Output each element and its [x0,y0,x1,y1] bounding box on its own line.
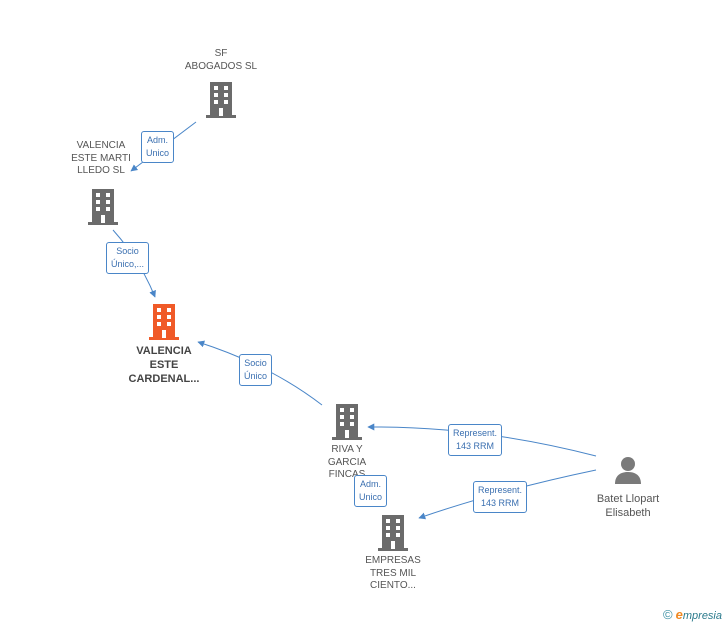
label-line: TRES MIL [369,567,417,579]
label-line: GARCIA [327,456,367,468]
building-icon [149,304,179,340]
label-line: ABOGADOS SL [184,60,258,72]
edge-label-marti-to-cardenal[interactable]: Socio Único,... [106,242,150,274]
building-icon [332,404,362,440]
edge-label-line: Represent. [453,428,498,438]
edge-label-line: Unico [359,492,383,502]
brand-name: mpresia [682,610,722,622]
building-icon [378,515,408,551]
edge-label-line: Único,... [111,259,145,269]
edge-label-line: Único [244,371,268,381]
node-label: VALENCIA ESTE MARTI LLEDO SL [56,140,146,178]
edge-label-line: Adm. [360,479,382,489]
edge-label-line: Represent. [478,485,523,495]
edge-label-riva-to-empresas[interactable]: Adm. Unico [354,475,388,507]
person-icon [615,457,641,484]
edge-label-line: Unico [146,148,170,158]
label-line: CARDENAL... [128,373,200,385]
label-line: FINCAS [328,469,366,480]
edge-label-line: 143 RRM [456,441,495,451]
edge-label-line: 143 RRM [481,498,520,508]
node-label: VALENCIA ESTE CARDENAL... [119,344,209,386]
label-line: SF [214,48,228,59]
edge-label-batet-to-riva[interactable]: Represent. 143 RRM [448,424,503,456]
label-line: EMPRESAS [365,555,421,566]
label-line: LLEDO SL [77,165,125,176]
brand-initial: e [675,607,683,622]
building-icon [206,82,236,118]
node-label: Batet Llopart Elisabeth [583,492,673,520]
edge-label-line: Socio [116,246,139,256]
building-icon [88,189,118,225]
label-line: CIENTO... [370,580,416,591]
edge-label-riva-to-cardenal[interactable]: Socio Único [239,354,273,386]
edge-label-sf-to-marti[interactable]: Adm. Unico [141,131,175,163]
node-label: SF ABOGADOS SL [176,48,266,73]
label-line: RIVA Y [331,444,363,455]
edge-label-line: Adm. [147,135,169,145]
edge-label-batet-to-empresas[interactable]: Represent. 143 RRM [473,481,528,513]
label-line: Elisabeth [605,507,651,519]
copyright-icon: © [663,607,673,622]
node-label: RIVA Y GARCIA FINCAS [302,444,392,482]
label-line: VALENCIA [76,140,126,151]
label-line: ESTE [149,359,179,371]
copyright-brand: ©empresia [663,607,722,622]
label-line: Batet Llopart [596,493,660,505]
node-label: EMPRESAS TRES MIL CIENTO... [348,555,438,593]
label-line: VALENCIA [136,345,192,357]
label-line: ESTE MARTI [71,152,131,164]
edge-label-line: Socio [244,358,267,368]
